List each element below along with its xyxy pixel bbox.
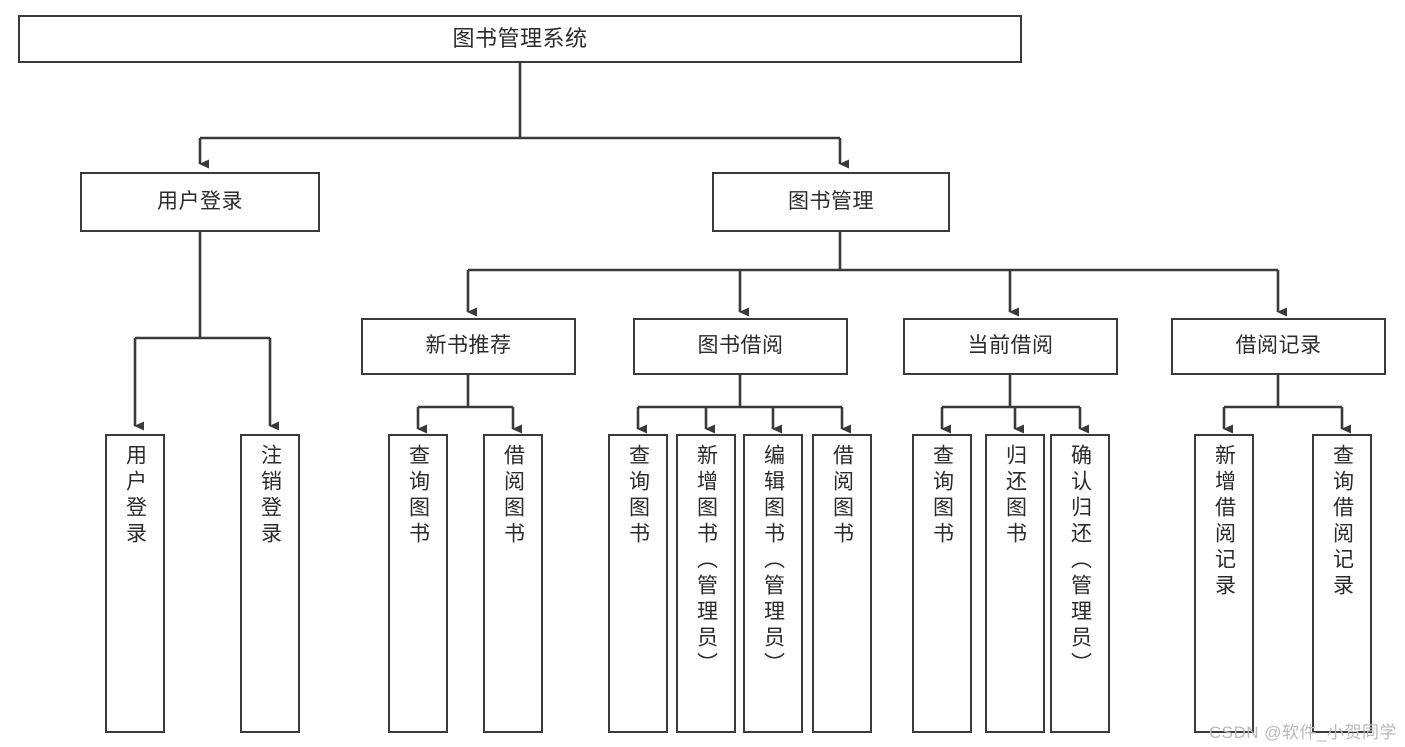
leaf-book-borrow-0-label: 查询图书	[626, 444, 650, 548]
node-book-management-label: 图书管理	[788, 189, 874, 213]
leaf-current-borrow-0[interactable]: 查询图书	[912, 434, 972, 733]
leaf-new-book-0[interactable]: 查询图书	[388, 434, 448, 733]
node-new-book-recommend-label: 新书推荐	[425, 334, 512, 358]
node-user-login[interactable]: 用户登录	[80, 172, 320, 232]
leaf-book-borrow-1[interactable]: 新增图书（管理员）	[676, 434, 736, 733]
leaf-book-borrow-3[interactable]: 借阅图书	[812, 434, 872, 733]
leaf-borrow-record-0-label: 新增借阅记录	[1212, 444, 1236, 600]
node-book-borrow-label: 图书借阅	[697, 334, 784, 358]
leaf-current-borrow-2[interactable]: 确认归还（管理员）	[1050, 434, 1110, 733]
leaf-book-borrow-2-label: 编辑图书（管理员）	[761, 444, 785, 678]
node-root-system-label: 图书管理系统	[452, 26, 588, 52]
node-root-system[interactable]: 图书管理系统	[18, 15, 1022, 63]
leaf-borrow-record-0[interactable]: 新增借阅记录	[1194, 434, 1254, 733]
node-borrow-record[interactable]: 借阅记录	[1171, 318, 1386, 375]
leaf-current-borrow-0-label: 查询图书	[930, 444, 954, 548]
leaf-current-borrow-2-label: 确认归还（管理员）	[1068, 444, 1092, 678]
leaf-borrow-record-1-label: 查询借阅记录	[1330, 444, 1354, 600]
leaf-user-login-0[interactable]: 用户登录	[105, 434, 165, 733]
leaf-current-borrow-1-label: 归还图书	[1003, 444, 1027, 548]
leaf-borrow-record-1[interactable]: 查询借阅记录	[1312, 434, 1372, 733]
node-borrow-record-label: 借阅记录	[1235, 334, 1322, 358]
leaf-book-borrow-0[interactable]: 查询图书	[608, 434, 668, 733]
leaf-user-login-0-label: 用户登录	[123, 444, 147, 548]
node-book-management[interactable]: 图书管理	[712, 172, 950, 232]
leaf-current-borrow-1[interactable]: 归还图书	[985, 434, 1045, 733]
node-user-login-label: 用户登录	[157, 189, 243, 213]
leaf-new-book-1[interactable]: 借阅图书	[483, 434, 543, 733]
leaf-user-login-1[interactable]: 注销登录	[240, 434, 300, 733]
leaf-new-book-0-label: 查询图书	[406, 444, 430, 548]
leaf-user-login-1-label: 注销登录	[258, 444, 282, 548]
leaf-book-borrow-1-label: 新增图书（管理员）	[694, 444, 718, 678]
leaf-book-borrow-2[interactable]: 编辑图书（管理员）	[743, 434, 803, 733]
node-new-book-recommend[interactable]: 新书推荐	[361, 318, 576, 375]
node-book-borrow[interactable]: 图书借阅	[633, 318, 848, 375]
leaf-book-borrow-3-label: 借阅图书	[830, 444, 854, 548]
node-current-borrow-label: 当前借阅	[967, 334, 1054, 358]
node-current-borrow[interactable]: 当前借阅	[903, 318, 1118, 375]
leaf-new-book-1-label: 借阅图书	[501, 444, 525, 548]
watermark-text: CSDN @软件_小贺同学	[1208, 723, 1397, 742]
